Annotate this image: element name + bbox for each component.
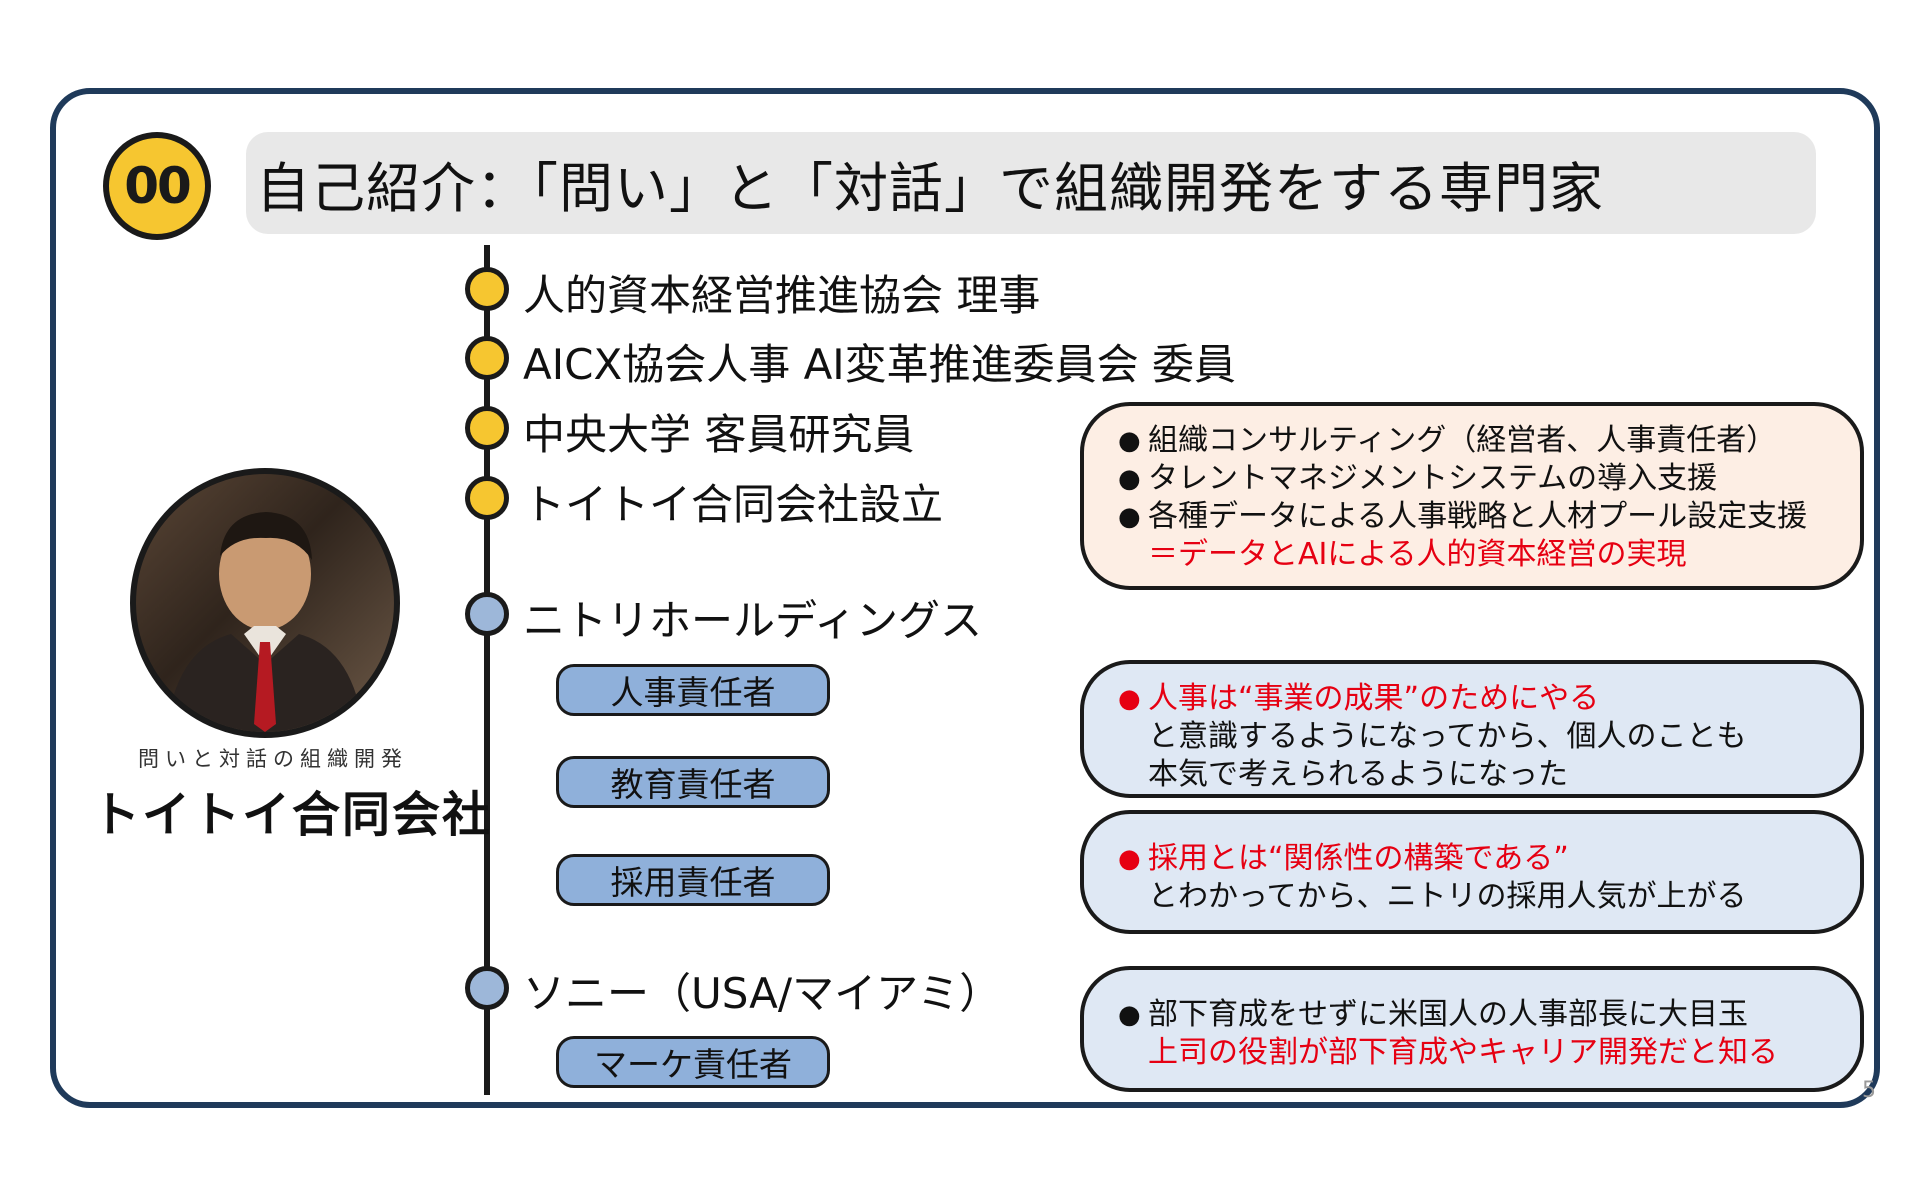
hr-box: ●人事は“事業の成果”のためにやる と意識するようになってから、個人のことも 本… — [1080, 660, 1864, 798]
timeline-node — [465, 966, 509, 1010]
bullet-icon: ● — [1118, 844, 1141, 874]
bullet-icon: ● — [1118, 1000, 1141, 1030]
recruit-text-line: とわかってから、ニトリの採用人気が上がる — [1148, 879, 1747, 914]
person-silhouette-icon — [166, 512, 364, 732]
section-badge: 00 — [103, 132, 211, 240]
bullet-icon: ● — [1118, 464, 1141, 494]
role-pill: 採用責任者 — [556, 854, 830, 906]
company-tagline: 問いと対話の組織開発 — [138, 747, 408, 771]
page-title: 自己紹介：「問い」と「対話」で組織開発をする専門家 — [256, 156, 1604, 220]
list-item: ●人事は“事業の成果”のためにやる — [1118, 681, 1600, 716]
timeline-node — [465, 336, 509, 380]
timeline-node — [465, 592, 509, 636]
list-item: ●採用とは“関係性の構築である” — [1118, 841, 1569, 876]
recruit-box: ●採用とは“関係性の構築である” とわかってから、ニトリの採用人気が上がる — [1080, 810, 1864, 934]
list-item: ●各種データによる人事戦略と人材プール設定支援 — [1118, 499, 1808, 534]
timeline-label: ニトリホールディングス — [523, 596, 983, 645]
bullet-icon: ● — [1118, 502, 1141, 532]
company-logo-text: トイトイ合同会社 — [92, 787, 493, 843]
title-bar: 自己紹介：「問い」と「対話」で組織開発をする専門家 — [246, 132, 1816, 234]
profile-photo — [130, 468, 400, 738]
role-pill: マーケ責任者 — [556, 1036, 830, 1088]
timeline-label: AICX協会人事 AI変革推進委員会 委員 — [523, 340, 1237, 389]
timeline-label: 人的資本経営推進協会 理事 — [523, 271, 1041, 320]
timeline-label: 中央大学 客員研究員 — [523, 410, 915, 459]
consulting-box: ●組織コンサルティング（経営者、人事責任者） ●タレントマネジメントシステムの導… — [1080, 402, 1864, 590]
list-item: ●組織コンサルティング（経営者、人事責任者） — [1118, 423, 1777, 458]
timeline-label: ソニー（USA/マイアミ） — [523, 969, 1002, 1018]
role-pill: 人事責任者 — [556, 664, 830, 716]
timeline-node — [465, 476, 509, 520]
bullet-icon: ● — [1118, 426, 1141, 456]
list-item: ●部下育成をせずに米国人の人事部長に大目玉 — [1118, 997, 1748, 1032]
hr-text-line: と意識するようになってから、個人のことも — [1148, 719, 1747, 754]
page-number: 5 — [1862, 1078, 1876, 1103]
bullet-icon: ● — [1118, 684, 1141, 714]
timeline-node — [465, 267, 509, 311]
role-pill: 教育責任者 — [556, 756, 830, 808]
list-item: ●タレントマネジメントシステムの導入支援 — [1118, 461, 1718, 496]
sony-highlight: 上司の役割が部下育成やキャリア開発だと知る — [1148, 1035, 1778, 1070]
timeline-label: トイトイ合同会社設立 — [523, 480, 944, 529]
hr-text-line: 本気で考えられるようになった — [1148, 757, 1568, 792]
timeline-line — [484, 245, 490, 1095]
timeline-node — [465, 406, 509, 450]
sony-box: ●部下育成をせずに米国人の人事部長に大目玉 上司の役割が部下育成やキャリア開発だ… — [1080, 966, 1864, 1092]
consulting-highlight: ＝データとAIによる人的資本経営の実現 — [1148, 537, 1687, 572]
